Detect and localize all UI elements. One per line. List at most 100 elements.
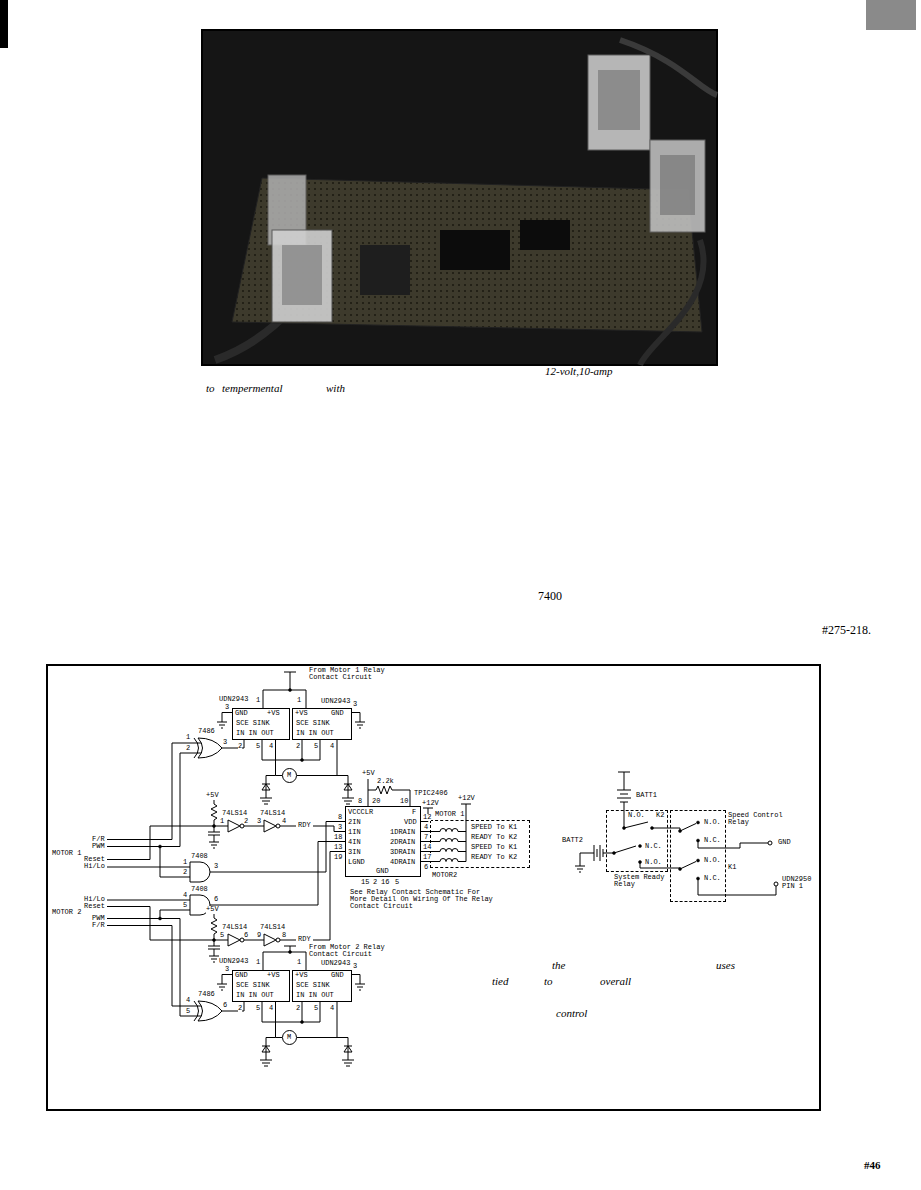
node-text: SPEED To K1 <box>471 824 517 831</box>
part-heading: MOTOR 1 <box>435 811 464 818</box>
node-text: READY To K2 <box>471 854 517 861</box>
pin-number: 2 <box>296 743 300 750</box>
coil-group: MOTOR 1SPEED To K1READY To K2SPEED To K1… <box>430 820 530 868</box>
pin-number: 2 <box>183 869 187 876</box>
node-text: M <box>287 1034 291 1041</box>
body-text: 7400 <box>538 590 562 602</box>
node-text: +VS <box>295 710 308 717</box>
pin-number: 5 <box>186 1008 190 1015</box>
pin-number: 5 <box>395 879 399 886</box>
node-text: SCE SINK <box>296 982 330 989</box>
pin-number: 2 <box>238 743 242 750</box>
node-text: GND <box>235 972 248 979</box>
pin-number: 2 <box>186 745 190 752</box>
signal-label: 74LS14 <box>260 924 285 931</box>
caption-fragment: tied <box>492 976 509 987</box>
pin-number: 6 <box>214 896 218 903</box>
relay-box: K2N.O.N.C.N.O.System Ready Relay <box>606 810 668 872</box>
page-number: #46 <box>864 1160 881 1171</box>
pin-number: 10 <box>400 798 408 805</box>
node-text: N.O. <box>704 857 721 864</box>
pin-number: 17 <box>423 854 431 861</box>
pin-number: 18 <box>334 834 342 841</box>
motor-wire <box>276 1002 283 1038</box>
pin-number: 7 <box>424 834 428 841</box>
signal-label: MOTOR 2 <box>52 909 81 916</box>
node-text: 4DRAIN <box>390 859 415 866</box>
signal-label: MOTOR 1 <box>52 850 81 857</box>
ic-box: UDN2943+VSGNDSCE SINKIN IN OUT <box>292 708 352 740</box>
ic-box: UDN2943GND+VSSCE SINKIN IN OUT <box>232 708 290 740</box>
pin-number: 5 <box>314 743 318 750</box>
signal-label: 74LS14 <box>222 924 247 931</box>
signal-label: 74LS14 <box>222 810 247 817</box>
node-text: SPEED To K1 <box>471 844 517 851</box>
pin-number: 15 <box>361 879 369 886</box>
node-text: GND <box>376 868 389 875</box>
pin-number: 7486 <box>198 991 215 998</box>
motor-circle: M <box>282 1030 297 1045</box>
caption-fragment: tempermental <box>222 383 282 394</box>
pin-number: 4 <box>186 997 190 1004</box>
node-text: N.O. <box>628 812 645 819</box>
caption-fragment: to <box>206 383 215 394</box>
ic-box: TPIC2406VCCCLRF2INVDD1IN1DRAIN4IN2DRAIN3… <box>345 806 421 877</box>
signal-label: MOTOR2 <box>432 872 457 879</box>
signal-label: Reset <box>84 856 105 863</box>
pin-number: 4 <box>330 1005 334 1012</box>
signal-label: RDY <box>298 822 311 829</box>
node-text: System Ready Relay <box>614 874 670 888</box>
node-text: +VS <box>267 710 280 717</box>
pin-number: 13 <box>334 844 342 851</box>
pin-number: 9 <box>257 932 261 939</box>
node-text: 1DRAIN <box>390 829 415 836</box>
signal-label: From Motor 2 Relay Contact Circuit <box>309 944 389 958</box>
node-text: N.O. <box>645 859 662 866</box>
caption-fragment: control <box>556 1008 587 1019</box>
node-text: N.C. <box>704 837 721 844</box>
caption-fragment: to <box>544 976 553 987</box>
pin-number: 20 <box>372 798 380 805</box>
signal-label: BATT2 <box>562 837 583 844</box>
node-text: M <box>287 772 291 779</box>
node-text: SCE SINK <box>296 720 330 727</box>
corner-tab <box>866 0 916 30</box>
node-text: READY To K2 <box>471 834 517 841</box>
signal-label: Hi/Lo <box>84 896 105 903</box>
pin-number: 14 <box>423 844 431 851</box>
pin-number: 2 <box>296 1005 300 1012</box>
signal-label: F/R <box>92 836 105 843</box>
signal-label: +12V <box>458 795 475 802</box>
pin-number: 3 <box>225 704 229 711</box>
node-text: GND <box>331 710 344 717</box>
signal-label: PWM <box>92 915 105 922</box>
photo <box>202 30 717 365</box>
part-heading: UDN2943 <box>321 698 350 705</box>
motor-wire <box>297 740 337 776</box>
pin-number: 7486 <box>198 728 215 735</box>
margin-bar <box>0 0 8 48</box>
node-text: N.C. <box>704 875 721 882</box>
pin-number: 5 <box>256 743 260 750</box>
pin-number: 4 <box>330 743 334 750</box>
signal-label: +5V <box>206 906 219 913</box>
node-text: SCE SINK <box>236 982 270 989</box>
signal-label: 2.2k <box>377 778 394 785</box>
node-text: F <box>412 809 416 816</box>
node-text: 1IN <box>348 829 361 836</box>
terminal-dots <box>159 689 700 1024</box>
pin-number: 2 <box>238 1005 242 1012</box>
pin-number: 3 <box>353 701 357 708</box>
pin-number: 1 <box>297 697 301 704</box>
pin-number: 3 <box>353 963 357 970</box>
part-heading: TPIC2406 <box>414 790 448 797</box>
pin-number: 5 <box>314 1005 318 1012</box>
pin-number: 3 <box>338 824 342 831</box>
pin-number: 4 <box>269 743 273 750</box>
pin-number: 6 <box>223 1002 227 1009</box>
pin-number: 5 <box>183 902 187 909</box>
pin-number: 3 <box>257 818 261 825</box>
pin-number: 7408 <box>191 886 208 893</box>
caption-fragment: 12-volt,10-amp <box>545 366 613 377</box>
